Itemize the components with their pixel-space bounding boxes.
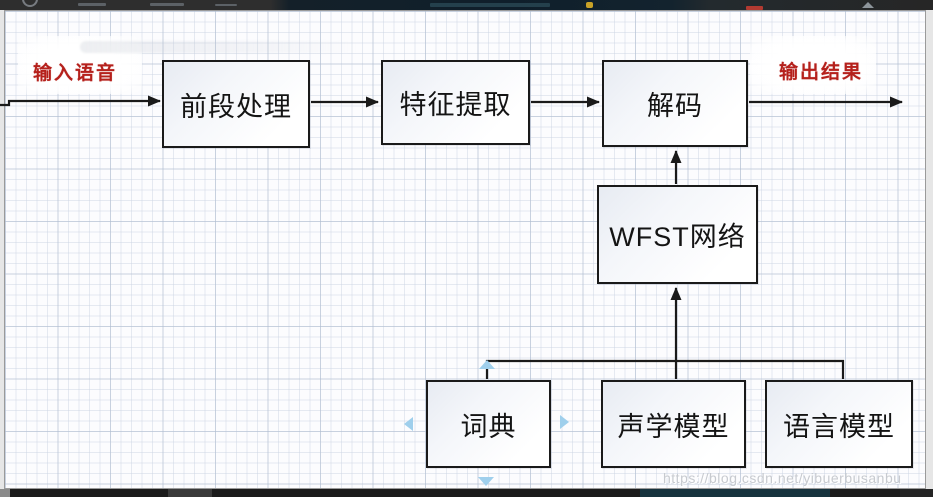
- browser-toolbar-fragment: [0, 0, 933, 10]
- taskbar-edge-fragment: [0, 489, 10, 497]
- output-label-patch: [750, 36, 876, 94]
- node-frontend-processing[interactable]: 前段处理: [162, 60, 310, 148]
- csdn-watermark-url: https://blog.csdn.net/yibuerbusanbu: [663, 470, 902, 486]
- node-label: 语言模型: [783, 411, 895, 442]
- connector-junction-bar[interactable]: [485, 359, 845, 379]
- node-label: 特征提取: [399, 90, 512, 120]
- taskbar-fragment: [0, 489, 933, 497]
- autoconnect-right-arrow-icon[interactable]: [560, 415, 569, 429]
- input-label-patch: [18, 36, 142, 94]
- node-feature-extraction[interactable]: 特征提取: [381, 60, 530, 145]
- taskbar-icon-fragment[interactable]: [168, 489, 212, 497]
- reload-icon-fragment[interactable]: [22, 0, 38, 7]
- connector-input-to-frontend[interactable]: [0, 95, 161, 107]
- input-speech-label: 输入语音: [33, 63, 118, 84]
- autoconnect-left-arrow-icon[interactable]: [404, 417, 413, 431]
- toolbar-icon-fragment[interactable]: [78, 3, 106, 6]
- canvas-right-margin: [926, 10, 933, 489]
- faint-watermark-smudge: [80, 41, 360, 53]
- node-label: 前段处理: [180, 91, 292, 122]
- output-result-label: 输出结果: [779, 62, 864, 83]
- star-icon-fragment[interactable]: [586, 2, 593, 8]
- node-language-model[interactable]: 语言模型: [765, 380, 913, 468]
- canvas-left-margin: [0, 10, 4, 489]
- node-label: 声学模型: [617, 411, 730, 442]
- node-acoustic-model[interactable]: 声学模型: [601, 380, 746, 468]
- taskbar-right-fragment: [900, 489, 933, 497]
- node-label: 词典: [460, 411, 517, 442]
- node-label: WFST网络: [609, 222, 746, 252]
- taskbar-teal-fragment[interactable]: [640, 489, 830, 497]
- node-label: 解码: [647, 91, 703, 121]
- node-dictionary[interactable]: 词典: [426, 380, 551, 468]
- red-icon-fragment[interactable]: [746, 6, 763, 10]
- tab-title-fragment: [430, 3, 550, 7]
- node-wfst-network[interactable]: WFST网络: [597, 185, 758, 284]
- chevron-up-icon[interactable]: [862, 2, 874, 8]
- toolbar-icon-fragment[interactable]: [150, 3, 184, 6]
- toolbar-icon-fragment[interactable]: [215, 4, 237, 6]
- autoconnect-down-arrow-icon[interactable]: [478, 477, 494, 486]
- autoconnect-up-arrow-icon[interactable]: [479, 360, 495, 369]
- node-decoding[interactable]: 解码: [602, 60, 748, 147]
